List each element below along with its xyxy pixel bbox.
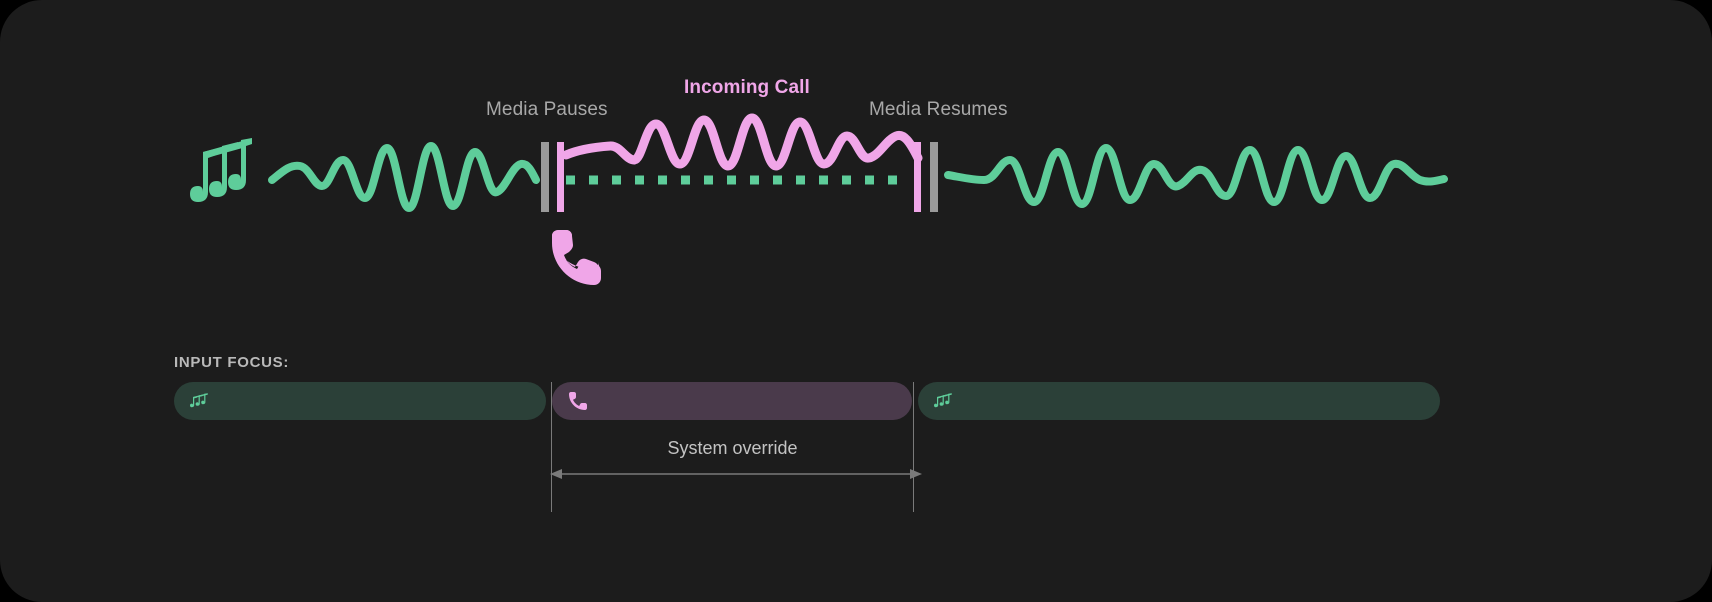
focus-track-call[interactable]	[552, 382, 912, 420]
input-focus-section: INPUT FOCUS:	[0, 330, 1712, 602]
focus-track-media-right[interactable]	[918, 382, 1440, 420]
phone-icon	[552, 230, 601, 285]
call-waveform	[561, 113, 923, 171]
marker-pause-pink	[557, 142, 564, 212]
marker-resume-gray	[930, 142, 938, 212]
marker-resume-pink	[914, 142, 921, 212]
music-notes-icon	[190, 392, 212, 410]
phone-icon	[568, 391, 588, 411]
media-waveform-after	[944, 144, 1448, 208]
media-waveform-before	[268, 142, 540, 212]
override-guide-left	[551, 382, 552, 512]
override-span-arrow	[550, 469, 922, 479]
waveform-stage: Media Pauses Incoming Call Media Resumes	[190, 77, 1448, 285]
label-media-resumes: Media Resumes	[869, 99, 1008, 120]
music-notes-icon	[190, 138, 252, 202]
system-override-label: System override	[667, 438, 798, 458]
waveform-graphic	[190, 113, 1448, 285]
marker-pause-gray	[541, 142, 549, 212]
music-notes-icon	[934, 392, 956, 410]
label-incoming-call: Incoming Call	[684, 77, 810, 98]
focus-track-media-left[interactable]	[174, 382, 546, 420]
override-guide-right	[913, 382, 914, 512]
input-focus-title: INPUT FOCUS:	[174, 354, 290, 371]
label-media-pauses: Media Pauses	[486, 99, 608, 120]
